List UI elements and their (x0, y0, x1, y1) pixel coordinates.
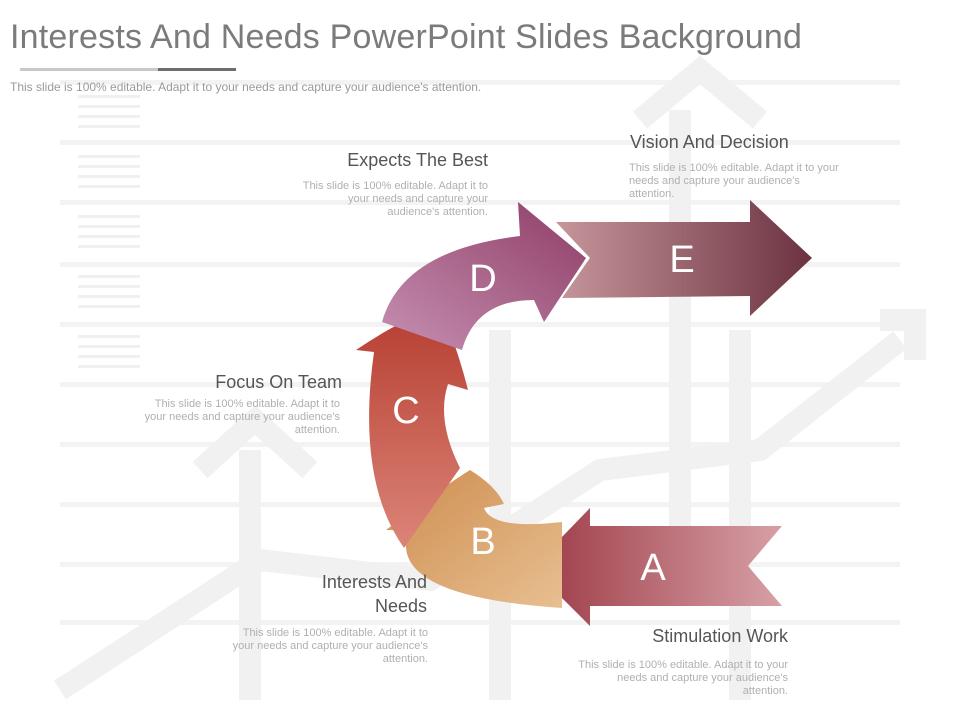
step-b-text: This slide is 100% editable. Adapt it to… (232, 627, 428, 665)
step-a-heading: Stimulation Work (652, 626, 788, 646)
letter-c: C (392, 390, 419, 432)
page-subtitle: This slide is 100% editable. Adapt it to… (10, 80, 482, 94)
step-e-heading: Vision And Decision (630, 132, 789, 152)
step-b-heading: Interests And Needs (321, 572, 427, 616)
letter-e: E (669, 239, 694, 281)
step-c-heading: Focus On Team (215, 372, 342, 392)
step-c-text: This slide is 100% editable. Adapt it to… (144, 398, 340, 436)
arrow-e (556, 200, 812, 316)
title-underline-light (20, 68, 158, 71)
title-underline-dark (158, 68, 236, 71)
letter-b: B (470, 521, 495, 563)
letter-d: D (469, 258, 496, 300)
step-d-text: This slide is 100% editable. Adapt it to… (302, 180, 488, 218)
page-title: Interests And Needs PowerPoint Slides Ba… (10, 18, 803, 56)
step-d-heading: Expects The Best (347, 150, 488, 170)
title-underline (20, 68, 236, 71)
arrow-c (356, 306, 468, 548)
step-a-text: This slide is 100% editable. Adapt it to… (578, 659, 788, 697)
arrow-d (382, 202, 586, 350)
arrow-a (532, 508, 782, 626)
letter-a: A (640, 547, 666, 589)
step-e-text: This slide is 100% editable. Adapt it to… (629, 162, 839, 200)
